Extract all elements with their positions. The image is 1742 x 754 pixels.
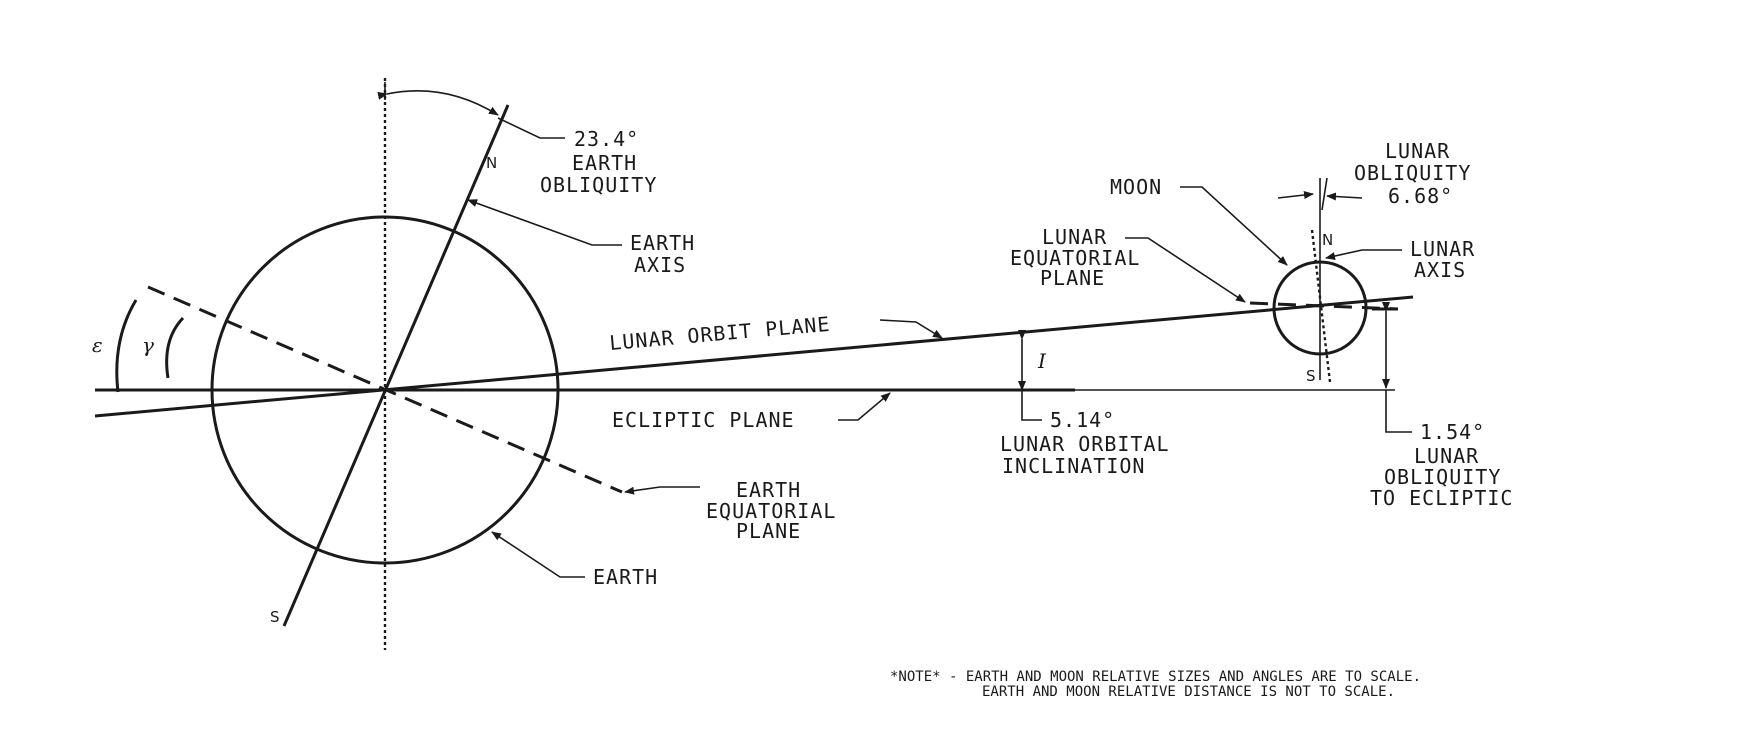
- earth-obliquity-value: 23.4°: [574, 127, 639, 151]
- inclination-leader: [1021, 390, 1042, 421]
- earth-obliquity-label-2: OBLIQUITY: [540, 173, 657, 197]
- earth-axis-label-1: EARTH: [630, 231, 695, 255]
- lunar-axis-line: [1310, 229, 1332, 383]
- lunar-axis-label-1: LUNAR: [1410, 237, 1475, 261]
- lunar-obliquity-label-2: OBLIQUITY: [1354, 161, 1471, 185]
- lunar-obliquity-arrow-right: [1326, 192, 1363, 201]
- lunar-orbit-plane-line: [94, 295, 1414, 418]
- gamma-symbol: γ: [142, 333, 154, 357]
- earth-axis-leader: [467, 199, 622, 246]
- lunar-axis-label-2: AXIS: [1414, 258, 1466, 282]
- lunar-axis-leader: [1325, 249, 1402, 260]
- lunar-ecliptic-label-1: LUNAR: [1414, 444, 1479, 468]
- ecliptic-plane-leader: [838, 392, 891, 421]
- earth-equatorial-label-3: PLANE: [736, 519, 801, 543]
- inclination-symbol: I: [1037, 349, 1047, 373]
- earth-south-label: S: [270, 608, 280, 626]
- epsilon-arc: [115, 299, 138, 393]
- scale-note-line-2: EARTH AND MOON RELATIVE DISTANCE IS NOT …: [982, 684, 1395, 700]
- epsilon-symbol: ε: [92, 333, 103, 357]
- moon-label: MOON: [1110, 175, 1162, 199]
- earth-equatorial-label-2: EQUATORIAL: [706, 499, 836, 523]
- inclination-label-1: LUNAR ORBITAL: [1000, 432, 1170, 456]
- lunar-orbit-plane-leader: [879, 319, 943, 339]
- lunar-equatorial-leader: [1125, 237, 1246, 303]
- earth-obliquity-label-1: EARTH: [572, 151, 637, 175]
- gamma-arc: [165, 316, 185, 379]
- earth-obliquity-arc: [377, 90, 499, 116]
- earth-label: EARTH: [593, 565, 658, 589]
- lunar-equatorial-label-1: LUNAR: [1042, 225, 1107, 249]
- lunar-ecliptic-value: 1.54°: [1420, 420, 1485, 444]
- earth-north-label: N: [486, 154, 497, 172]
- earth-axis-label-2: AXIS: [634, 253, 686, 277]
- lunar-equatorial-label-3: PLANE: [1040, 266, 1105, 290]
- lunar-ecliptic-leader: [1385, 390, 1412, 433]
- ecliptic-plane-label: ECLIPTIC PLANE: [612, 408, 795, 432]
- moon-south-label: S: [1306, 367, 1316, 385]
- earth-obliquity-leader: [497, 117, 565, 139]
- moon-leader: [1180, 186, 1288, 266]
- lunar-equatorial-label-2: EQUATORIAL: [1010, 246, 1140, 270]
- moon-north-label: N: [1322, 231, 1333, 249]
- scale-note-line-1: *NOTE* - EARTH AND MOON RELATIVE SIZES A…: [890, 669, 1421, 685]
- earth-equatorial-leader: [624, 486, 700, 495]
- lunar-obliquity-value: 6.68°: [1388, 184, 1453, 208]
- lunar-obliquity-label-1: LUNAR: [1385, 139, 1450, 163]
- earth-axis-line: [282, 104, 510, 627]
- lunar-orbit-plane-label: LUNAR ORBIT PLANE: [608, 312, 831, 355]
- lunar-ecliptic-label-3: TO ECLIPTIC: [1370, 486, 1513, 510]
- lunar-ecliptic-label-2: OBLIQUITY: [1384, 465, 1501, 489]
- lunar-obliquity-arrow-left: [1277, 191, 1314, 199]
- lunar-obliquity-dimension-tick: [1321, 177, 1328, 211]
- inclination-value: 5.14°: [1050, 408, 1115, 432]
- inclination-label-2: INCLINATION: [1002, 454, 1145, 478]
- earth-equatorial-label-1: EARTH: [736, 478, 801, 502]
- earth-leader: [491, 531, 585, 578]
